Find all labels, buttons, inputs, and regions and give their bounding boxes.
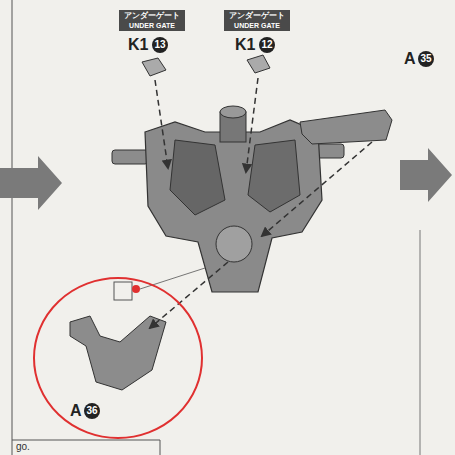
frame-line — [12, 0, 13, 455]
callout-number: 12 — [259, 37, 275, 53]
part-piece — [142, 58, 166, 76]
frame-line — [420, 230, 421, 455]
peg — [112, 150, 148, 164]
callout-number: 36 — [84, 403, 100, 419]
part-piece — [247, 55, 270, 73]
dashed-arrow — [246, 78, 258, 172]
chest-detail — [248, 140, 300, 212]
leader-line — [140, 268, 205, 289]
step-arrow — [0, 156, 62, 210]
dashed-arrow — [155, 80, 168, 168]
callout-number: 35 — [418, 51, 434, 67]
detail-box — [114, 282, 132, 300]
dashed-arrow — [262, 142, 372, 236]
neck-part — [220, 106, 246, 118]
page-text: go. — [16, 441, 30, 453]
highlight-circle — [34, 278, 202, 438]
part-piece — [300, 110, 392, 144]
tag-text: アンダーゲート — [228, 11, 286, 21]
callout-number: 13 — [152, 37, 168, 53]
tag-text: UNDER GATE — [123, 21, 181, 30]
torso-part — [145, 120, 322, 292]
runner-letter: A — [70, 402, 82, 420]
frame-line — [160, 440, 161, 455]
tag-text: UNDER GATE — [228, 21, 286, 30]
dashed-arrow — [150, 262, 228, 328]
runner-letter: K1 — [235, 36, 255, 54]
runner-letter: K1 — [128, 36, 148, 54]
runner-letter: A — [404, 50, 416, 68]
chest-detail — [170, 140, 225, 215]
under-gate-tag: アンダーゲートUNDER GATE — [119, 10, 185, 31]
tag-text: アンダーゲート — [123, 11, 181, 21]
frame-line — [12, 440, 160, 441]
step-arrow — [400, 148, 452, 202]
under-gate-tag: アンダーゲートUNDER GATE — [224, 10, 290, 31]
red-dot — [132, 285, 140, 293]
ball-joint — [216, 226, 252, 262]
